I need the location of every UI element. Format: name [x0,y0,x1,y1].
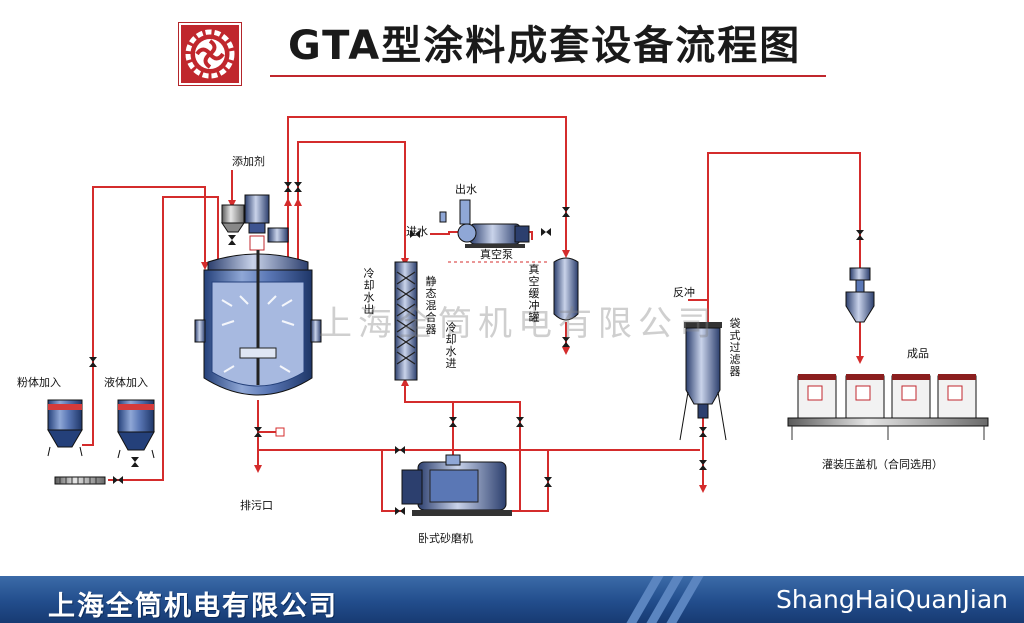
label-water-out: 出水 [455,183,477,196]
pipe-mill-bypass [520,450,549,512]
label-drain: 排污口 [240,499,273,512]
valve [410,230,420,238]
product-bucket [937,374,977,419]
valve [856,230,864,240]
label-liquid-feed: 液体加入 [104,376,148,389]
valve [699,427,707,437]
bag-filter [679,322,727,441]
valve [395,446,405,454]
powder-feed-tank [47,399,83,457]
watermark-text: 上海全筒机电有限公司 [318,304,718,344]
label-backflush: 反冲 [673,286,695,299]
additive-hopper [221,204,245,233]
footer-brand-name: ShangHaiQuanJian [776,585,1008,614]
liquid-feed-tank [117,399,155,459]
gear-swirl-logo-icon [181,25,239,83]
pipe-reactor-top-loop [287,116,567,268]
label-bag-filter: 袋式过滤器 [729,317,741,378]
valve [449,417,457,427]
horizontal-bead-mill [401,454,512,516]
pipe-liquid-feed [108,196,219,481]
valve [395,507,405,515]
static-mixer [394,261,418,381]
valve [699,460,707,470]
label-product: 成品 [907,347,929,360]
drain-plug [275,427,285,437]
pipe-main-header [258,449,402,512]
filling-capping-machine [787,267,989,440]
vacuum-buffer-tank [448,257,579,321]
company-logo [178,22,242,86]
label-powder-feed: 粉体加入 [17,376,61,389]
valve [294,182,302,192]
valves [89,182,864,515]
valve [562,207,570,217]
label-additive: 添加剂 [232,155,265,168]
label-water-in: 进水 [406,225,428,238]
footer-company-name: 上海全筒机电有限公司 [48,591,338,622]
pipe-to-filling [707,152,861,322]
valve [562,337,570,347]
product-bucket [797,374,837,419]
main-reactor [194,194,322,396]
label-vacuum-pump: 真空泵 [480,248,513,261]
valve [284,182,292,192]
valve [544,477,552,487]
valve [516,417,524,427]
valve [228,235,236,245]
pipe-powder-feed [82,186,206,446]
label-filling-machine: 灌装压盖机（合同选用） [822,458,943,471]
product-bucket [845,374,885,419]
label-cooling-water-in: 冷却水进 [445,321,457,370]
product-bucket [891,374,931,419]
valve [254,427,262,437]
product-buckets [797,374,977,419]
label-static-mixer: 静态混合器 [425,275,437,336]
pipe-mixer-bottom [404,380,521,450]
footer-bar: 上海全筒机电有限公司 ShangHaiQuanJian [0,576,1024,623]
pipe-static-mixer-top [297,141,406,268]
valve [541,228,551,236]
label-vacuum-buffer: 真空缓冲罐 [528,263,540,324]
label-bead-mill: 卧式砂磨机 [418,532,473,545]
page-title: GTA型涂料成套设备流程图 [288,23,802,69]
valve [131,457,139,467]
valve [113,476,123,484]
screw-feeder [54,476,106,485]
valve [89,357,97,367]
vacuum-pump [439,199,530,248]
label-cooling-water-out: 冷却水出 [363,267,375,316]
